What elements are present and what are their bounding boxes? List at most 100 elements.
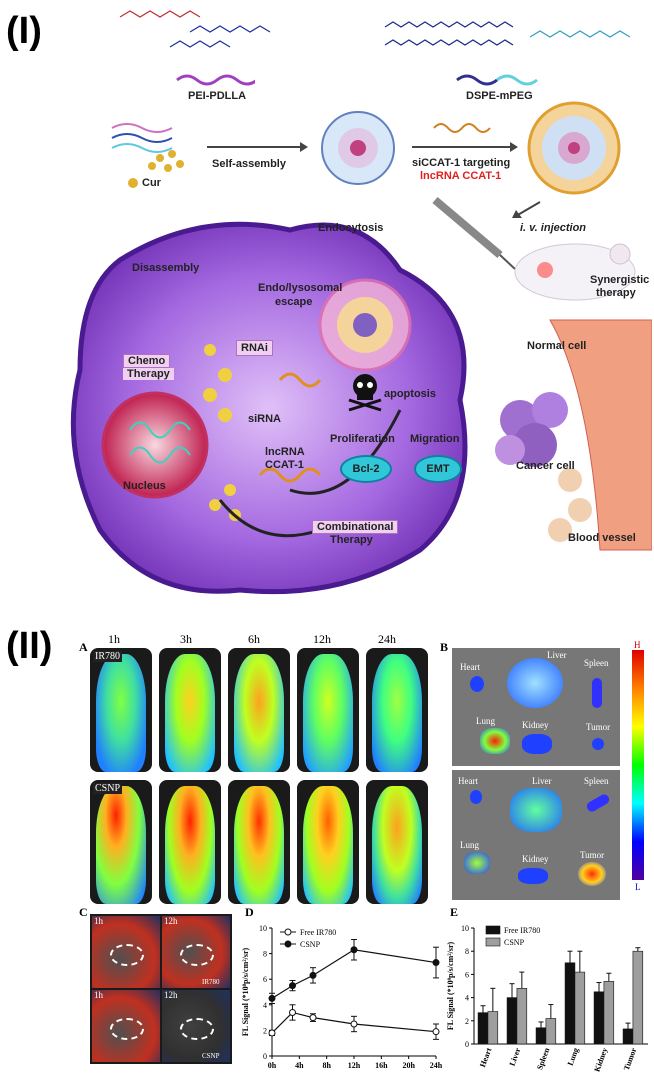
category-label: Heart: [478, 1046, 493, 1068]
data-point: [432, 959, 440, 967]
data-point: [289, 982, 296, 990]
dspe-mpeg-structure: [384, 21, 631, 46]
cancer-cell-label: Cancer cell: [516, 460, 575, 472]
y-tick-label: 8: [465, 947, 469, 956]
combo-label-2: Therapy: [330, 534, 373, 546]
legend-swatch: [485, 937, 501, 947]
legend-label: Free IR780: [504, 926, 540, 935]
lncrna-label-2: CCAT-1: [265, 459, 304, 471]
combo-label-1: Combinational: [312, 520, 399, 534]
y-tick-label: 4: [263, 1001, 267, 1010]
data-point: [350, 1020, 358, 1028]
organ-panel-csnp: Heart Liver Spleen Lung Kidney Tumor: [452, 770, 620, 900]
sirna-helix-icon: [433, 123, 491, 133]
mouse-image: CSNP: [90, 780, 152, 904]
polymer-pei-pdlla-label: PEI-PDLLA: [188, 90, 247, 102]
section-label-2: (II): [6, 625, 53, 667]
escape-label-1: Endo/lysosomal: [258, 282, 343, 294]
mouse-image: [228, 780, 290, 904]
y-tick-label: 2: [465, 1017, 469, 1026]
organ-label: Liver: [547, 650, 567, 660]
bar: [564, 962, 576, 1045]
mouse-image: [228, 648, 290, 772]
y-tick-label: 8: [263, 950, 267, 959]
mouse-icon: [514, 243, 636, 301]
bar: [506, 997, 518, 1045]
pei-pdlla-chain-icon: [176, 74, 255, 86]
y-tick-label: 10: [259, 924, 267, 933]
synergistic-label-2: therapy: [596, 287, 636, 299]
category-label: Tumor: [622, 1046, 639, 1071]
blood-vessel-label: Blood vessel: [568, 532, 636, 544]
y-tick-label: 0: [263, 1052, 267, 1061]
disassembly-label: Disassembly: [132, 262, 200, 274]
mouse-image: [159, 780, 221, 904]
bar: [487, 1011, 499, 1045]
pei-pdlla-structure: [119, 10, 271, 48]
migration-label: Migration: [410, 433, 460, 445]
legend-label: Free IR780: [300, 928, 336, 937]
data-point: [268, 1029, 276, 1037]
organ-label: Tumor: [586, 722, 611, 732]
bcl2-badge: Bcl-2: [340, 455, 392, 483]
category-label: Liver: [508, 1046, 523, 1067]
organ-label: Spleen: [584, 776, 609, 786]
rnai-label: RNAi: [236, 340, 273, 356]
organ-label: Kidney: [522, 854, 549, 864]
bar: [603, 981, 615, 1045]
y-tick-label: 6: [465, 970, 469, 979]
chemo-label-1: Chemo: [123, 354, 171, 368]
mouse-image: [297, 780, 359, 904]
organ-label: Spleen: [584, 658, 609, 668]
bar: [477, 1012, 489, 1045]
legend-marker: [284, 928, 292, 936]
lncrna-ccat1-label: lncRNA CCAT-1: [420, 170, 502, 182]
lncrna-label-1: lncRNA: [265, 446, 305, 458]
x-tick-label: 16h: [375, 1061, 388, 1070]
x-tick-label: 12h: [348, 1061, 361, 1070]
bar: [545, 1018, 557, 1045]
scale-high-label: H: [634, 640, 641, 650]
legend-label: CSNP: [504, 938, 525, 947]
mouse-image: IR780: [90, 648, 152, 772]
polymer-strands-icon: [111, 123, 184, 172]
category-label: Lung: [566, 1047, 581, 1067]
synergistic-label-1: Synergistic: [590, 274, 650, 286]
y-axis-label: FL Signal (*10⁸p/s/cm²/sr): [241, 947, 250, 1036]
endocytosis-label: Endocytosis: [318, 222, 384, 234]
time-label: 1h: [108, 632, 120, 646]
organ-label: Kidney: [522, 720, 549, 730]
color-scale-bar: [632, 650, 644, 880]
normal-cell-label: Normal cell: [527, 340, 587, 352]
skull-icon: [348, 374, 382, 412]
bar: [632, 950, 644, 1045]
panel-c-letter: C: [79, 905, 88, 919]
data-point: [268, 994, 276, 1002]
escape-label-2: escape: [275, 296, 313, 308]
category-label: Spleen: [535, 1046, 551, 1071]
mouse-image: [297, 648, 359, 772]
y-tick-label: 10: [461, 924, 469, 933]
cancer-cell-illustration: [70, 221, 468, 595]
x-tick-label: 4h: [295, 1061, 304, 1070]
mouse-image: [366, 648, 428, 772]
arrow-icon-2: [412, 142, 518, 152]
panel-c-images: 1h 12h 1h 12h IR780 CSNP: [90, 914, 232, 1064]
mouse-image: [159, 648, 221, 772]
x-tick-label: 24h: [430, 1061, 443, 1070]
organ-label: Liver: [532, 776, 552, 786]
scale-low-label: L: [635, 882, 641, 892]
nucleus-label: Nucleus: [123, 480, 166, 492]
organ-label: Heart: [458, 776, 478, 786]
y-tick-label: 2: [263, 1026, 267, 1035]
cur-label: Cur: [142, 177, 161, 189]
chemo-label-2: Therapy: [123, 368, 174, 380]
data-point: [350, 946, 358, 954]
y-tick-label: 6: [263, 975, 267, 984]
time-label: 24h: [378, 632, 396, 646]
data-point: [309, 971, 317, 979]
panel-d-letter: D: [245, 905, 254, 919]
x-tick-label: 20h: [402, 1061, 415, 1070]
category-label: Kidney: [592, 1047, 609, 1073]
